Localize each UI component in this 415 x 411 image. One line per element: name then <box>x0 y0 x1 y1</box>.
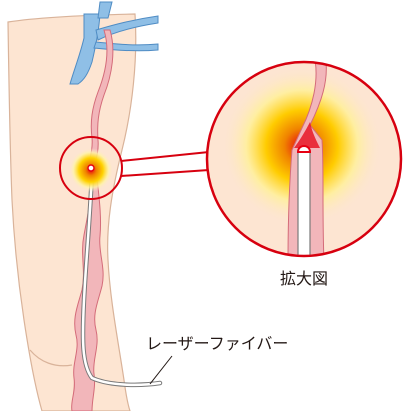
zoom-connector-top <box>121 152 209 161</box>
laser-fiber-label: レーザーファイバー <box>146 334 288 353</box>
magnified-view-label: 拡大図 <box>280 269 328 288</box>
leg-outline <box>8 14 136 411</box>
magnified-view <box>207 55 401 262</box>
zoom-connector-bottom <box>121 170 209 176</box>
leg-skin <box>8 14 136 411</box>
magnified-fiber <box>298 150 310 262</box>
laser-fiber-leader <box>150 356 172 384</box>
magnified-fiber-tip-icon <box>298 146 310 152</box>
laser-fiber-tip-icon <box>88 165 94 171</box>
